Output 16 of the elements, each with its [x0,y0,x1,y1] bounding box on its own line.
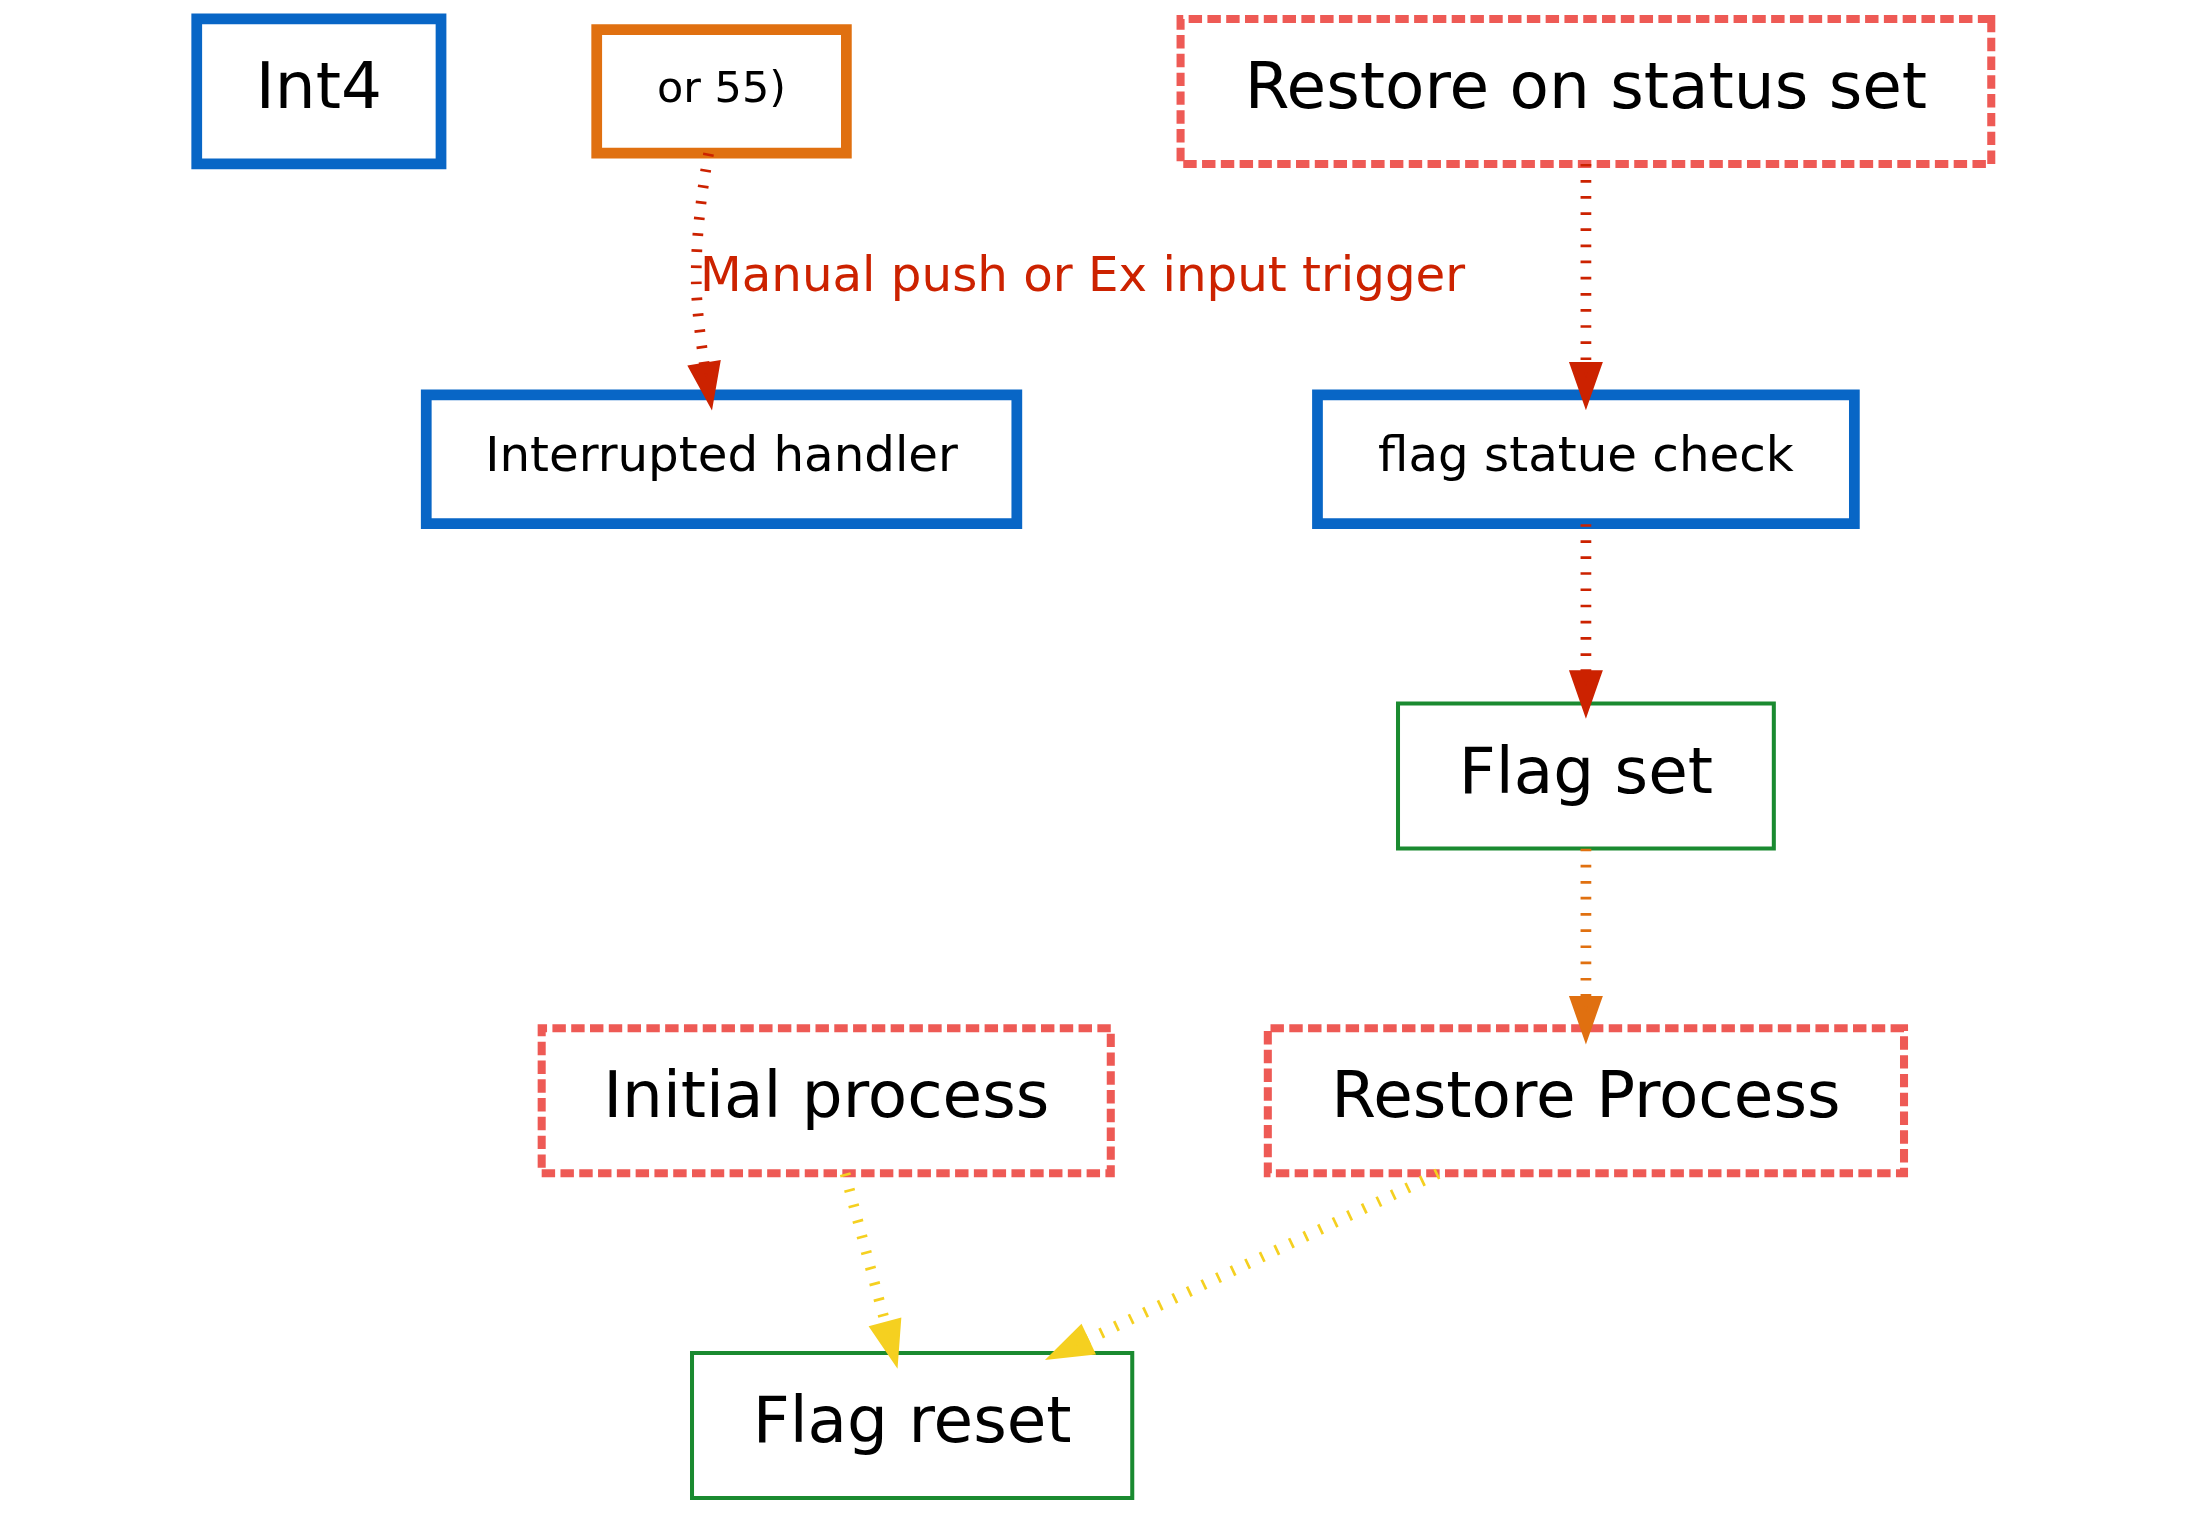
arrow [686,152,721,411]
edge-label: Manual push or Ex input trigger [699,246,1465,303]
arrow [1044,1168,1440,1360]
node-box: Flag reset [689,1351,1134,1501]
node-box: flag statue check [1311,389,1860,529]
node-box: Restore on status set [1176,14,1995,168]
arrow [1568,848,1603,1045]
arrow [1568,164,1603,411]
arrow [1568,524,1603,719]
node-box: Restore Process [1263,1024,1908,1178]
node-box: Interrupted handler [420,389,1022,529]
arrow [839,1172,901,1369]
node-box: or 55) [590,24,852,159]
node-box: Flag set [1395,701,1776,851]
node-box: Initial process [537,1024,1115,1178]
node-box: Int4 [190,13,446,170]
